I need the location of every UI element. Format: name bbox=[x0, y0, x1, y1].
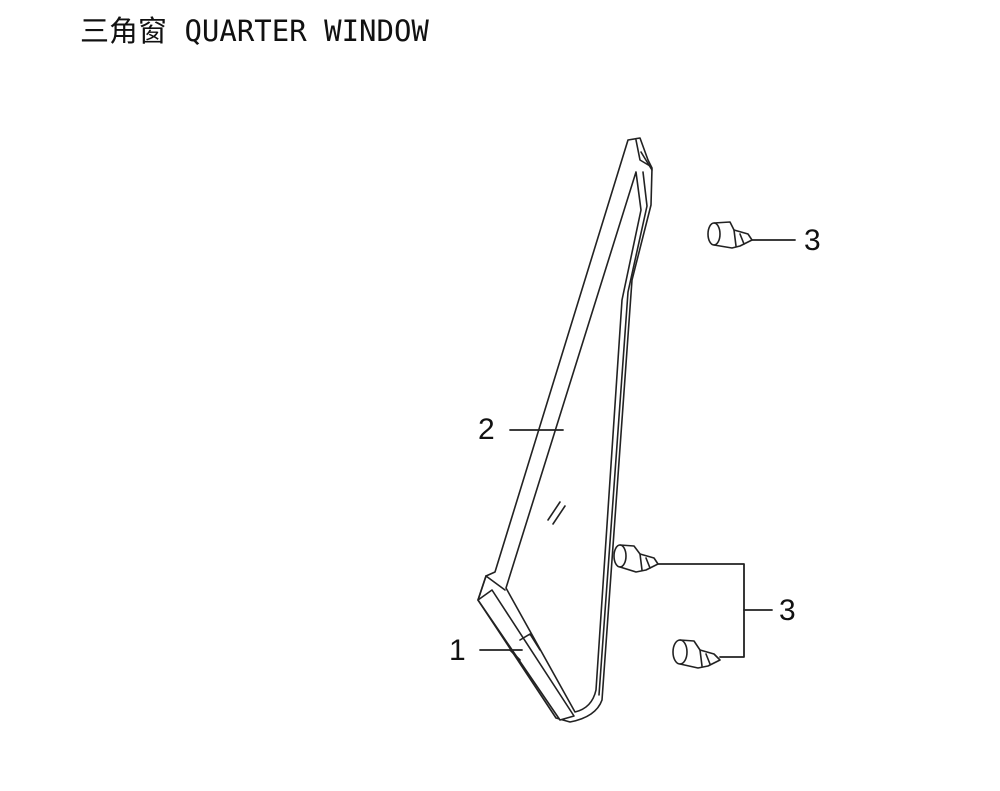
leader-3-bracket bbox=[657, 563, 745, 658]
callout-number-3-top: 3 bbox=[804, 224, 821, 257]
diagram-title: 三角窗 QUARTER WINDOW bbox=[80, 14, 429, 48]
callout-number-3-bottom: 3 bbox=[779, 594, 796, 627]
clip-top bbox=[707, 221, 753, 249]
moulding-strip bbox=[477, 575, 575, 721]
clip-bottom bbox=[672, 639, 721, 669]
leader-lines bbox=[479, 239, 796, 658]
callout-number-2: 2 bbox=[478, 413, 495, 446]
callout-number-1: 1 bbox=[449, 634, 466, 667]
clip-middle bbox=[613, 544, 659, 573]
quarter-window-glass bbox=[477, 137, 653, 723]
